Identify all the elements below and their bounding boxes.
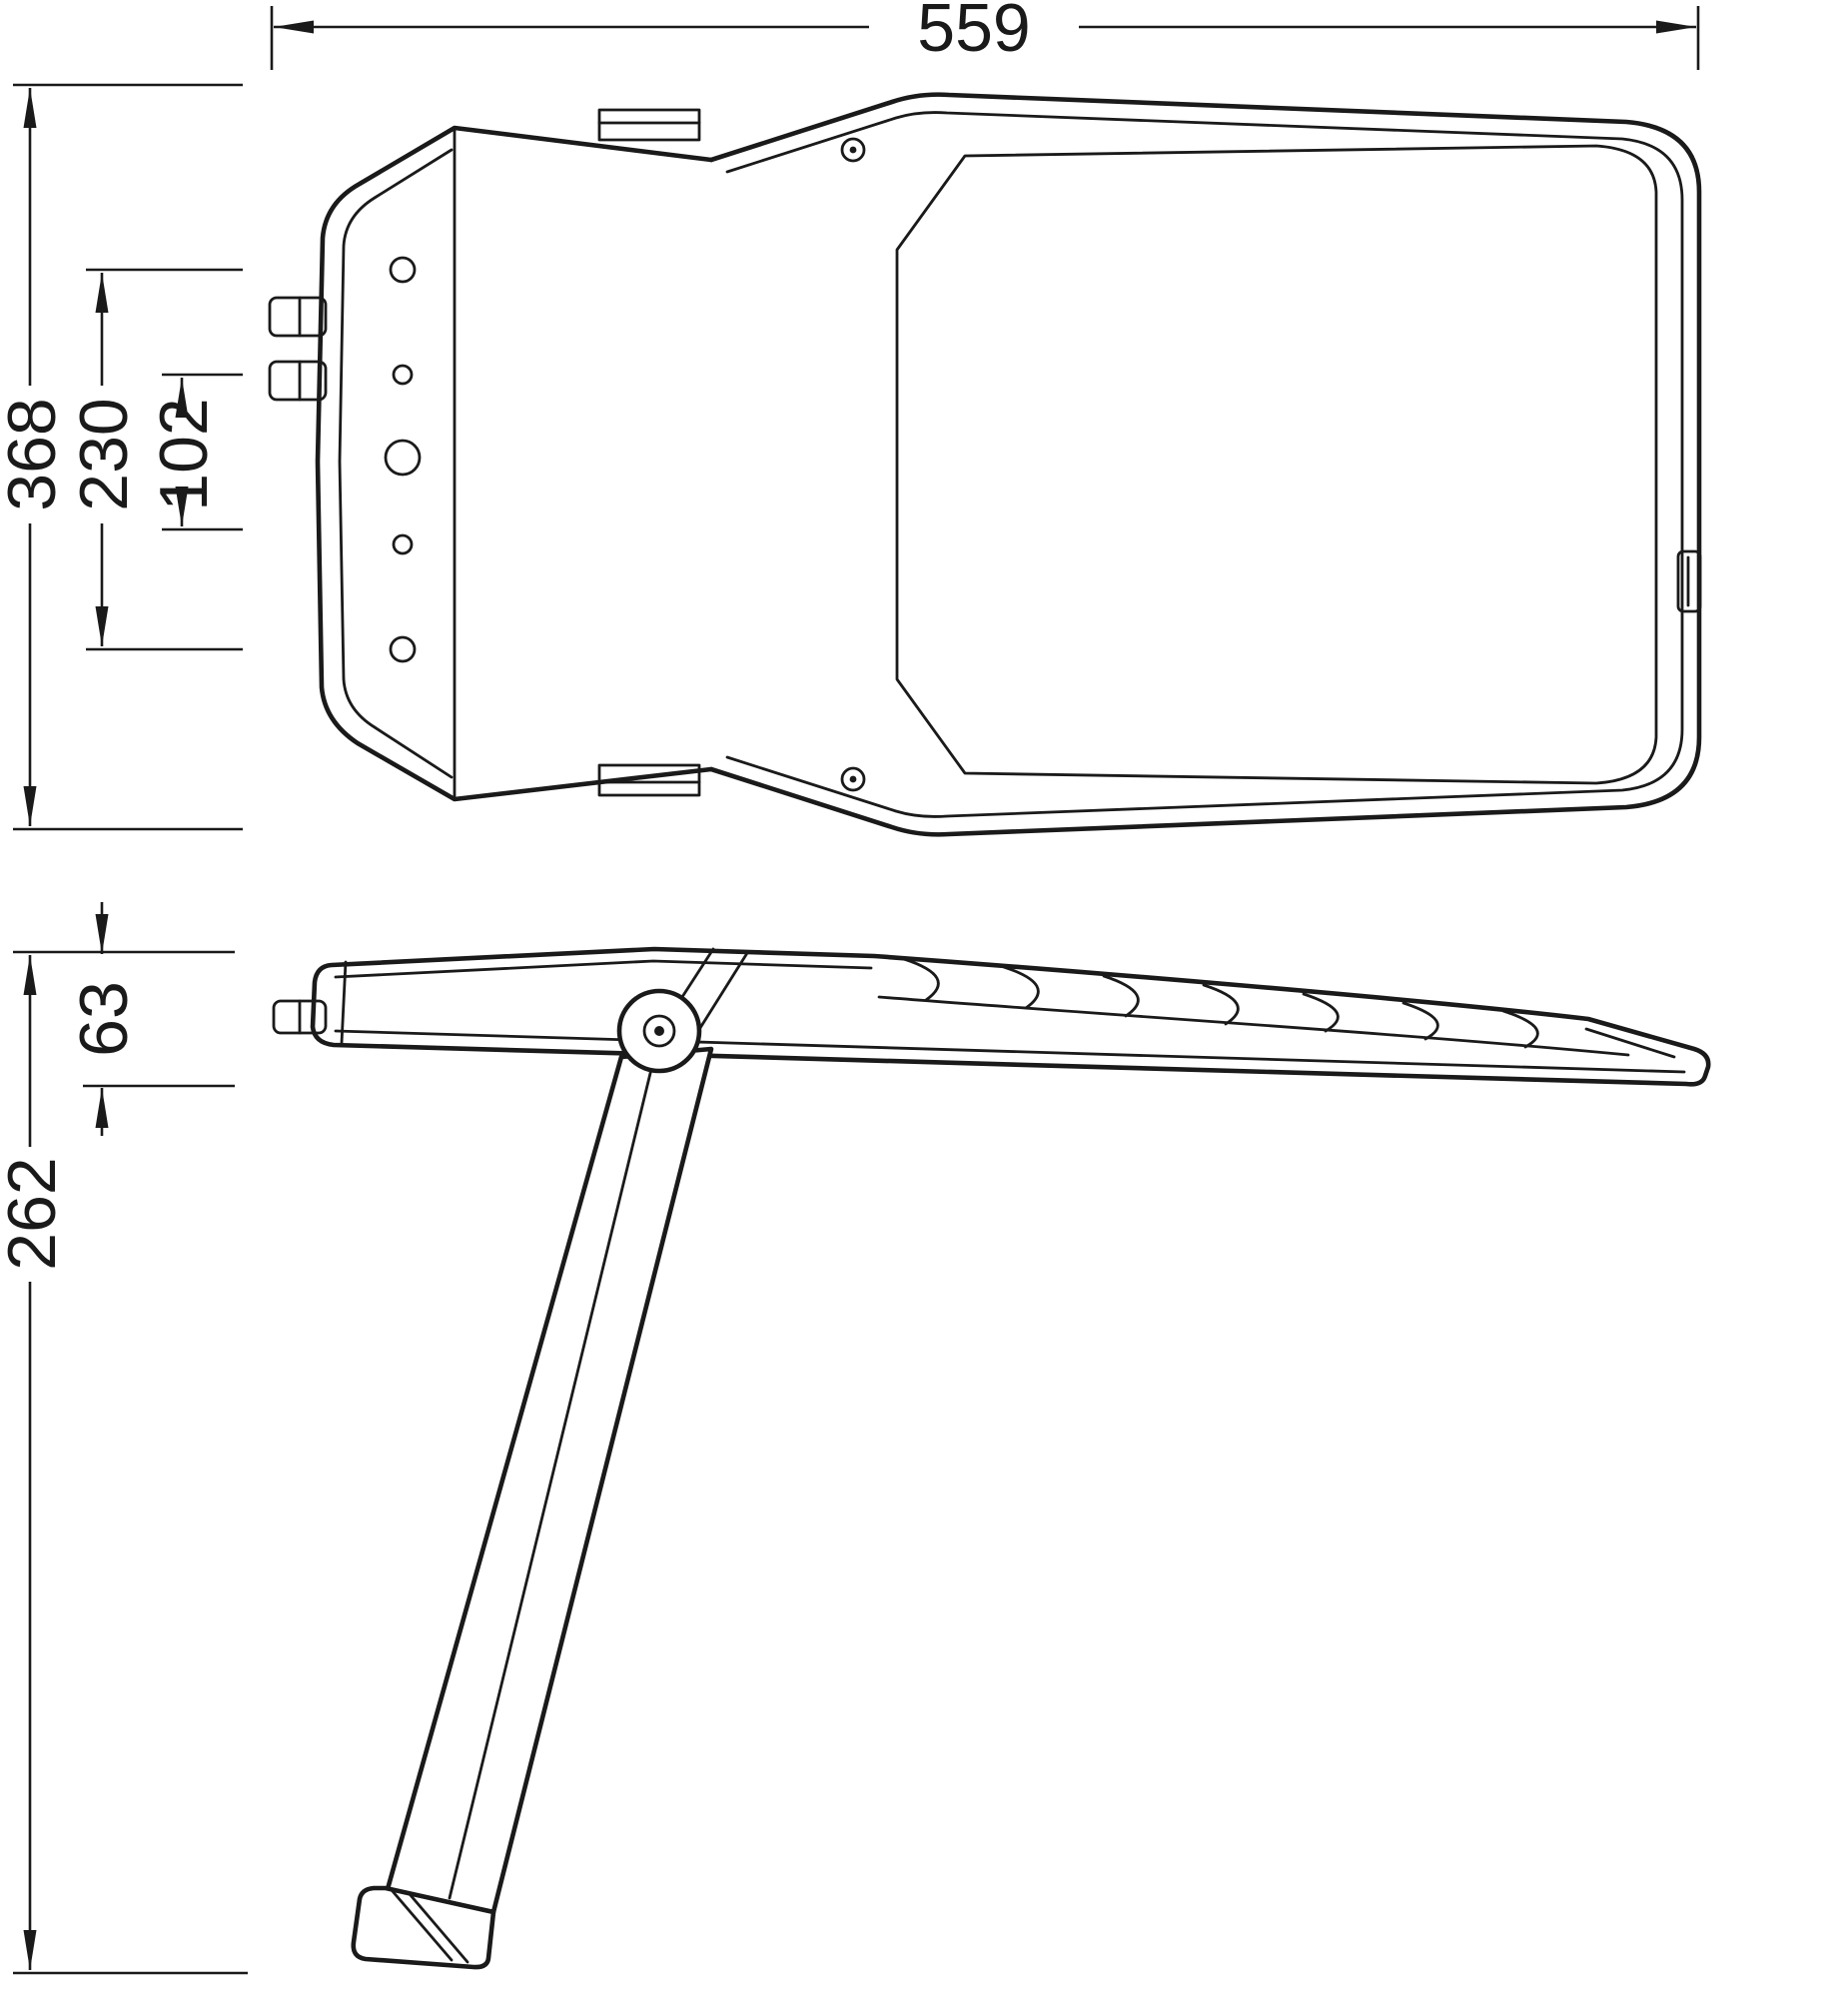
housing-body bbox=[708, 92, 1702, 837]
dim-label-63: 63 bbox=[66, 981, 142, 1057]
edge-latch bbox=[1676, 549, 1702, 613]
dim-hole-pitch-inner: 102 bbox=[146, 373, 243, 531]
housing-profile bbox=[310, 946, 1711, 1087]
side-view bbox=[272, 946, 1711, 1970]
rear-bracket bbox=[315, 125, 714, 802]
dim-label-368: 368 bbox=[0, 398, 70, 510]
dim-overall-width: 559 bbox=[270, 0, 1700, 70]
bezel-screw-top bbox=[840, 137, 866, 163]
dim-hole-pitch-outer: 230 bbox=[66, 268, 243, 651]
dim-label-102: 102 bbox=[146, 398, 222, 510]
dim-overall-height: 262 bbox=[0, 955, 248, 1975]
dim-label-230: 230 bbox=[66, 398, 142, 510]
mounting-holes bbox=[384, 256, 422, 663]
stand-arm bbox=[385, 1046, 714, 1915]
dim-housing-thickness: 63 bbox=[13, 902, 235, 1136]
stand-foot bbox=[351, 1885, 496, 1970]
top-view bbox=[268, 92, 1702, 837]
mounting-tab-top bbox=[597, 108, 701, 142]
dim-label-559: 559 bbox=[917, 0, 1030, 66]
mounting-tab-bottom bbox=[597, 763, 701, 797]
lens-ribs bbox=[902, 957, 1539, 1049]
cable-glands bbox=[268, 296, 328, 402]
side-cable-gland bbox=[272, 999, 328, 1035]
lens-panel bbox=[895, 144, 1658, 785]
dim-overall-depth: 368 bbox=[0, 83, 243, 831]
pivot-knob bbox=[616, 988, 702, 1074]
bezel-screw-bottom bbox=[840, 766, 866, 792]
dim-label-262: 262 bbox=[0, 1157, 70, 1270]
